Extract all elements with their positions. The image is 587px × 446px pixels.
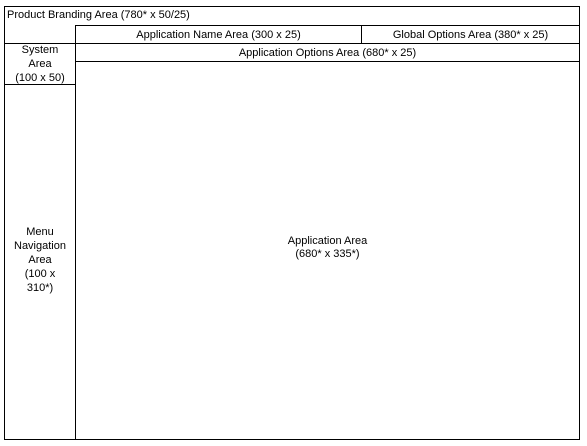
application-options-area: Application Options Area (680* x 25) (75, 43, 580, 62)
global-options-label: Global Options Area (380* x 25) (392, 28, 549, 41)
application-area-label: Application Area (680* x 335*) (287, 234, 368, 260)
product-branding-label: Product Branding Area (780* x 50/25) (7, 9, 190, 21)
system-area-label: System Area (100 x 50) (15, 44, 65, 84)
application-name-area: Application Name Area (300 x 25) (75, 25, 362, 44)
menu-navigation-label: Menu Navigation Area (100 x 310*) (14, 226, 66, 294)
menu-navigation-area: Menu Navigation Area (100 x 310*) (4, 84, 76, 440)
application-area: Application Area (680* x 335*) (75, 61, 580, 440)
application-name-label: Application Name Area (300 x 25) (136, 28, 301, 41)
global-options-area: Global Options Area (380* x 25) (361, 25, 580, 44)
system-area: System Area (100 x 50) (4, 43, 76, 85)
application-options-label: Application Options Area (680* x 25) (238, 46, 417, 59)
